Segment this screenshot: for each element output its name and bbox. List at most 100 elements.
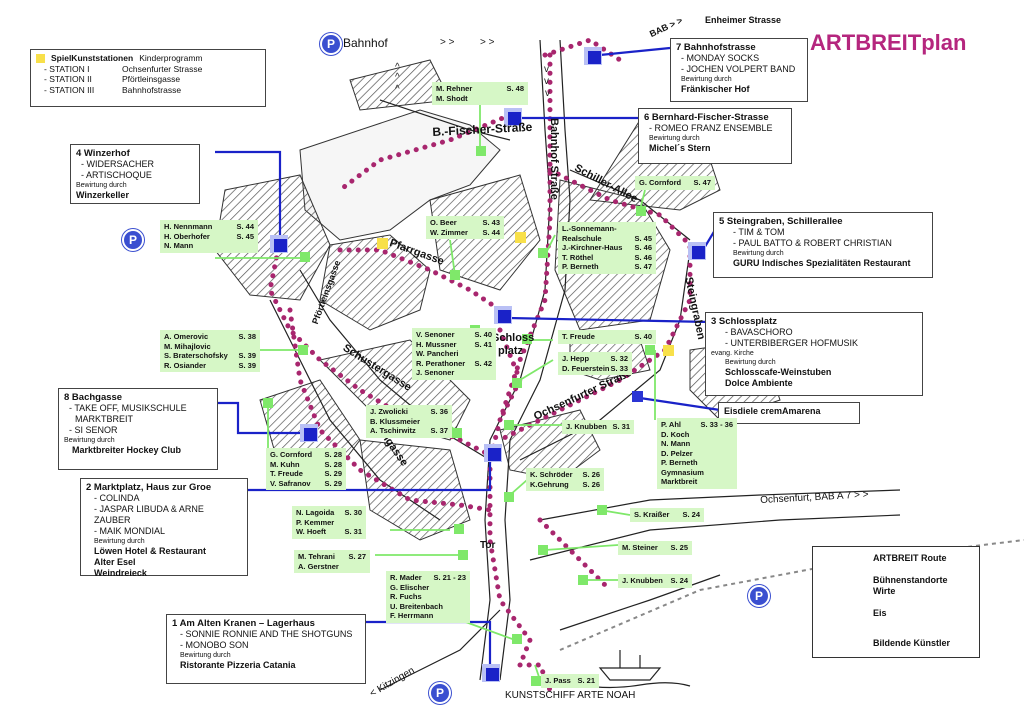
parking-icon: P	[748, 585, 770, 607]
bewirtung-label: Bewirtung durch	[180, 652, 231, 659]
artist-name: P. Kemmer	[296, 517, 335, 527]
artist-markers	[263, 146, 655, 686]
street-label-kunstschiff: KUNSTSCHIFF ARTE NOAH	[505, 690, 636, 701]
artist-name: M. Mihajlovic	[164, 341, 211, 351]
stage-act: - SI SENOR	[69, 425, 118, 435]
artist-name: M. Kuhn	[270, 459, 300, 469]
stage-marker-6	[504, 108, 522, 126]
artist-page: S. 28	[324, 459, 342, 469]
artist-name: O. Beer	[430, 218, 457, 227]
artist-name: J. Pass	[545, 676, 571, 685]
stage-act: - MAIK MONDIAL	[94, 526, 166, 536]
artist-page: S. 29	[324, 469, 342, 478]
svg-text:^: ^	[395, 62, 400, 73]
station-street: Bahnhofstrasse	[122, 84, 182, 95]
station-name: - STATION II	[44, 74, 92, 84]
artist-name: N. Mann	[661, 439, 691, 448]
artist-name: W. Zimmer	[430, 227, 468, 237]
artist-name: L.-Sonnemann-	[562, 224, 617, 233]
artist-name: A. Omerovic	[164, 332, 209, 341]
bewirtung-label: Bewirtung durch	[649, 135, 700, 142]
street-label-schlossplatz-2: platz	[498, 345, 524, 357]
stage-title: 1 Am Alten Kranen – Lagerhaus	[172, 618, 315, 629]
stage-act: - MONOBO SON	[180, 640, 249, 650]
street-label-bahnhof-strasse: Bahnhof Straße	[548, 118, 560, 200]
svg-text:v: v	[545, 88, 550, 99]
stage-title: 8 Bachgasse	[64, 392, 123, 403]
artist-page: S. 33 - 36	[700, 420, 733, 429]
artist-page: S. 30	[344, 508, 362, 517]
artist-name: P. Berneth	[562, 262, 599, 271]
artist-name: H. Oberhofer	[164, 231, 210, 241]
stage-marker-3	[494, 306, 512, 324]
artist-page: S. 47	[634, 262, 652, 271]
artist-page: S. 21 - 23	[433, 573, 466, 582]
artist-page: S. 40	[634, 332, 652, 341]
stage-marker-4	[270, 235, 288, 253]
artist-name: D. Feuerstein	[562, 363, 610, 373]
artist-name: M. Tehrani	[298, 552, 335, 561]
stage-act: - PAUL BATTO & ROBERT CHRISTIAN	[733, 238, 892, 248]
map-title: ARTBREITplan	[810, 30, 967, 55]
artist-name: Gymnasium	[661, 467, 704, 477]
artist-name: S. Kraißer	[634, 510, 670, 519]
stage-box-6: 6 Bernhard-Fischer-Strasse - ROMEO FRANZ…	[638, 108, 792, 164]
artist-page: S. 28	[324, 450, 342, 459]
artist-name: U. Breitenbach	[390, 601, 443, 611]
stage-act: - ROMEO FRANZ ENSEMBLE	[649, 123, 773, 133]
parking-icon: P	[122, 229, 144, 251]
artist-name: R. Perathoner	[416, 358, 466, 368]
artist-name: N. Lagoida	[296, 508, 335, 517]
station-street: Ochsenfurter Strasse	[122, 63, 203, 74]
svg-text:^: ^	[395, 84, 400, 95]
stage-act: - ARTISCHOQUE	[81, 170, 152, 180]
stage-marker-2	[484, 444, 502, 462]
svg-text:> >: > >	[440, 37, 455, 48]
station-street: Pförtleinsgasse	[122, 74, 181, 84]
stage-marker-1	[482, 664, 500, 682]
stage-host: Löwen Hotel & Restaurant	[94, 546, 207, 556]
artist-name: V. Senoner	[416, 330, 455, 339]
artist-name: T. Freude	[562, 332, 595, 341]
station-swatch	[36, 53, 45, 63]
stage-box-4: 4 Winzerhof - WIDERSACHER - ARTISCHOQUE …	[70, 144, 200, 204]
street-label-enheimer: Enheimer Strasse	[705, 15, 782, 25]
legend-artist: Bildende Künstler	[873, 638, 951, 648]
stage-act: - TIM & TOM	[733, 227, 785, 237]
artist-box: T. Freude S. 40	[558, 330, 656, 344]
stations-box: SpielKunststationen Kinderprogramm - STA…	[30, 49, 266, 107]
artist-name: J. Knubben	[566, 422, 607, 431]
stage-box-8: 8 Bachgasse - TAKE OFF, MUSIKSCHULE MARK…	[58, 388, 218, 470]
street-label-bahnhof: Bahnhof	[343, 36, 388, 50]
street-label-schlossplatz-1: Schloss	[492, 332, 535, 344]
stations-title: SpielKunststationen	[51, 53, 134, 63]
artist-name: B. Klussmeier	[370, 416, 421, 426]
artist-page: S. 26	[582, 479, 600, 489]
stage-act: - WIDERSACHER	[81, 159, 155, 169]
artist-name: A. Tschirwitz	[370, 426, 416, 435]
stage-marker-8	[300, 424, 318, 442]
svg-text:^: ^	[395, 72, 400, 83]
artist-name: G. Cornford	[639, 178, 682, 187]
parking-icon: P	[429, 682, 451, 704]
artist-page: S. 46	[634, 243, 652, 252]
station-name: - STATION I	[44, 63, 90, 74]
artist-page: S. 33	[610, 363, 628, 373]
artist-name: R. Fuchs	[390, 592, 422, 601]
artist-page: S. 24	[670, 576, 688, 585]
stations-subtitle: Kinderprogramm	[139, 53, 203, 63]
legend-stage-1: Bühnenstandorte	[873, 575, 948, 585]
artist-page: S. 42	[474, 358, 492, 368]
bewirtung-label: Bewirtung durch	[681, 76, 732, 83]
stage-host: Fränkischer Hof	[681, 84, 750, 94]
